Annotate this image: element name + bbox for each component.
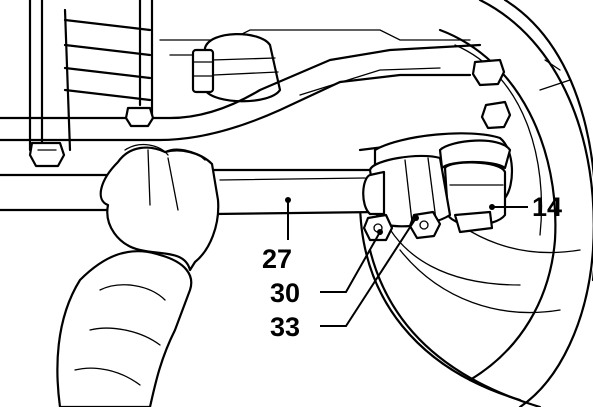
axle-beam (0, 43, 482, 212)
leader-33-dot (413, 215, 419, 221)
leader-lines (285, 197, 528, 327)
leader-27-dot (285, 197, 291, 203)
hand-gripping-tube (99, 143, 220, 272)
leader-14-dot (489, 204, 495, 210)
tie-rod-end-clamp (362, 154, 452, 228)
frame-nuts (28, 58, 512, 168)
spring-mount (191, 33, 282, 103)
clamp-bolts (362, 210, 442, 242)
chassis-frame (28, 0, 471, 152)
leader-33 (320, 217, 417, 327)
callout-27: 27 (262, 244, 292, 274)
sleeve-arm (56, 250, 193, 407)
tie-rod-tube (208, 168, 380, 216)
callout-30: 30 (270, 278, 300, 308)
callout-14: 14 (532, 192, 562, 222)
callout-33: 33 (270, 312, 300, 342)
leader-30-dot (377, 229, 383, 235)
wheel-tire (358, 0, 593, 407)
leader-30 (320, 231, 381, 293)
